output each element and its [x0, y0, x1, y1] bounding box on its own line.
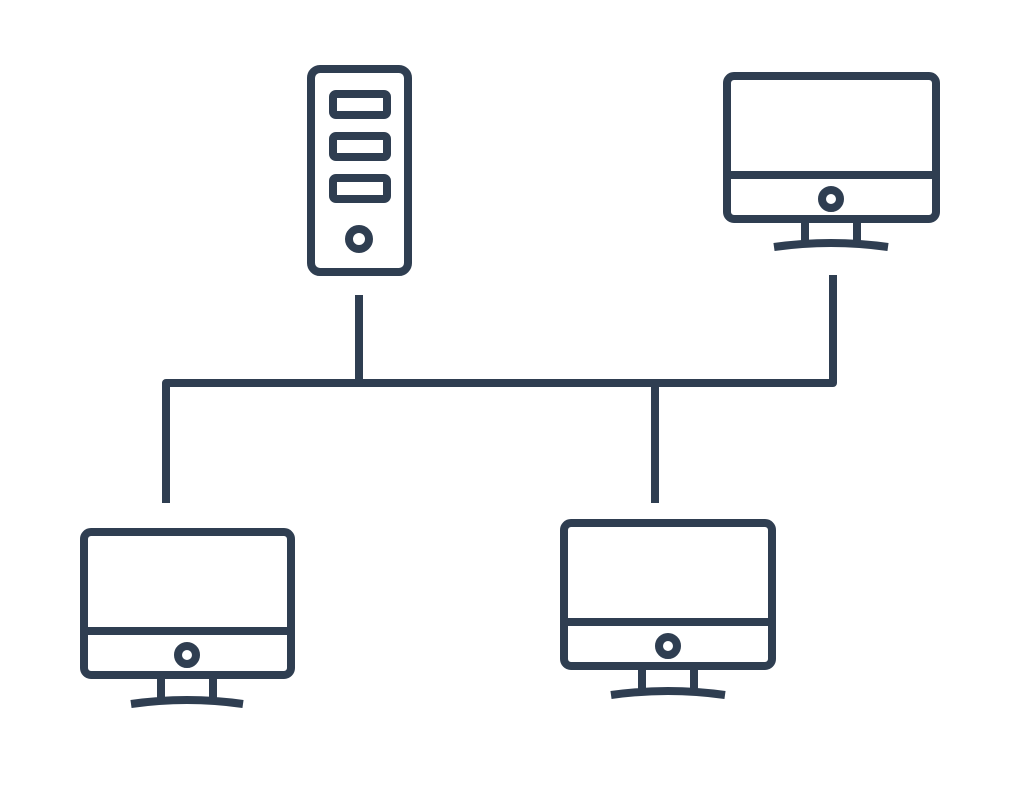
monitor-stand — [610, 666, 726, 699]
monitor-power-led — [655, 633, 681, 659]
server-tower-icon — [307, 65, 412, 276]
monitor-frame — [723, 72, 940, 223]
monitor-power-led — [818, 186, 844, 212]
server-drive-bay-1 — [329, 90, 391, 119]
monitor-stand — [130, 675, 244, 708]
server-drive-bay-3 — [329, 174, 391, 203]
monitor-power-led — [174, 642, 200, 668]
desktop-monitor-icon — [80, 528, 295, 708]
server-power-button — [345, 225, 373, 253]
desktop-monitor-icon — [560, 519, 776, 699]
server-drive-bay-2 — [329, 132, 391, 161]
monitor-stand — [773, 219, 889, 251]
network-bus-line — [162, 275, 837, 503]
server-case — [307, 65, 412, 276]
monitor-frame — [560, 519, 776, 670]
network-connections — [162, 275, 837, 503]
desktop-monitor-icon — [723, 72, 940, 251]
monitor-frame — [80, 528, 295, 679]
